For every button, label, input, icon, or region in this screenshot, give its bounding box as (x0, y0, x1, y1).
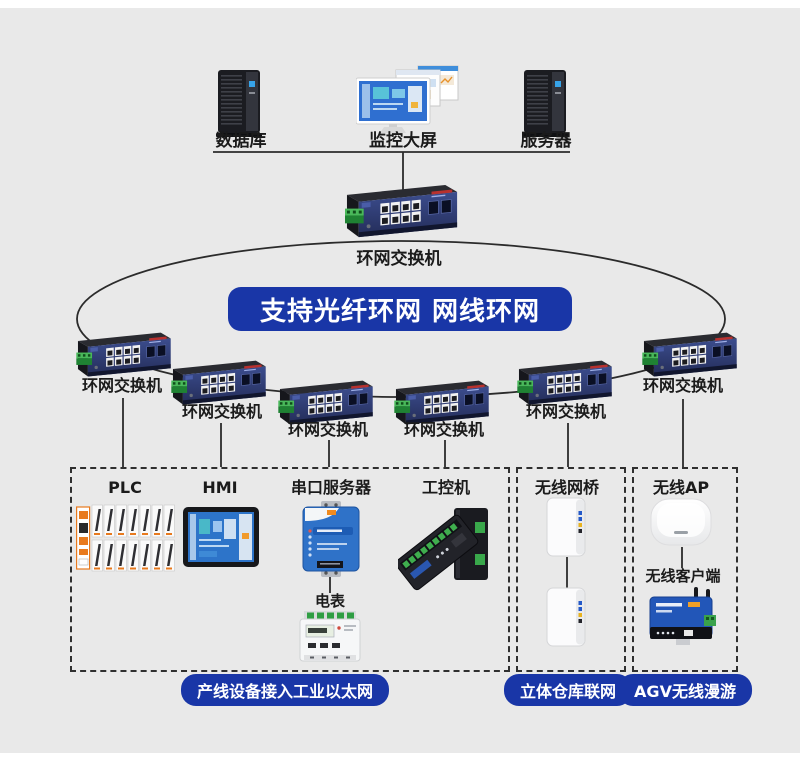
zone-production-box (70, 467, 510, 672)
ring-switch-3-label: 环网交换机 (287, 420, 369, 439)
agv-zone-chip: AGV无线漫游 (618, 674, 752, 706)
wireless-client-icon (648, 587, 718, 655)
server-label: 服务器 (520, 131, 572, 151)
wireless-client-label: 无线客户端 (645, 567, 721, 585)
plc-icon (76, 503, 176, 577)
ring-switch-5-label: 环网交换机 (525, 402, 607, 421)
wireless-bridge-label: 无线网桥 (534, 478, 600, 497)
zone-agv-box (632, 467, 738, 672)
ring-support-banner: 支持光纤环网 网线环网 (228, 287, 572, 331)
wireless-bridge-icon (545, 587, 589, 653)
ipc-label: 工控机 (421, 478, 471, 497)
wireless-bridge-icon (545, 497, 589, 563)
monitor-wall-icon (356, 64, 460, 140)
database-label: 数据库 (215, 131, 267, 151)
core-ring-switch-icon (345, 183, 463, 250)
monitor-wall-label: 监控大屏 (369, 131, 437, 151)
ring-switch-6-label: 环网交换机 (642, 376, 724, 395)
wireless-ap-icon (649, 497, 713, 553)
power-meter-icon (298, 611, 362, 667)
hmi-label: HMI (202, 478, 238, 497)
ipc-icon (398, 494, 498, 598)
warehouse-zone-chip: 立体仓库联网 (503, 674, 633, 706)
serial-server-label: 串口服务器 (290, 478, 372, 497)
plc-label: PLC (108, 478, 142, 497)
ring-switch-1-label: 环网交换机 (81, 376, 163, 395)
production-zone-chip: 产线设备接入工业以太网 (180, 674, 390, 706)
meter-label: 电表 (314, 592, 346, 610)
hmi-icon (183, 507, 259, 571)
wireless-ap-label: 无线AP (652, 478, 710, 497)
serial-server-icon (301, 501, 361, 581)
zone-warehouse-box (516, 467, 626, 672)
ring-switch-2-label: 环网交换机 (181, 402, 263, 421)
ring-switch-4-label: 环网交换机 (403, 420, 485, 439)
core-ring-switch-label: 环网交换机 (356, 249, 442, 269)
